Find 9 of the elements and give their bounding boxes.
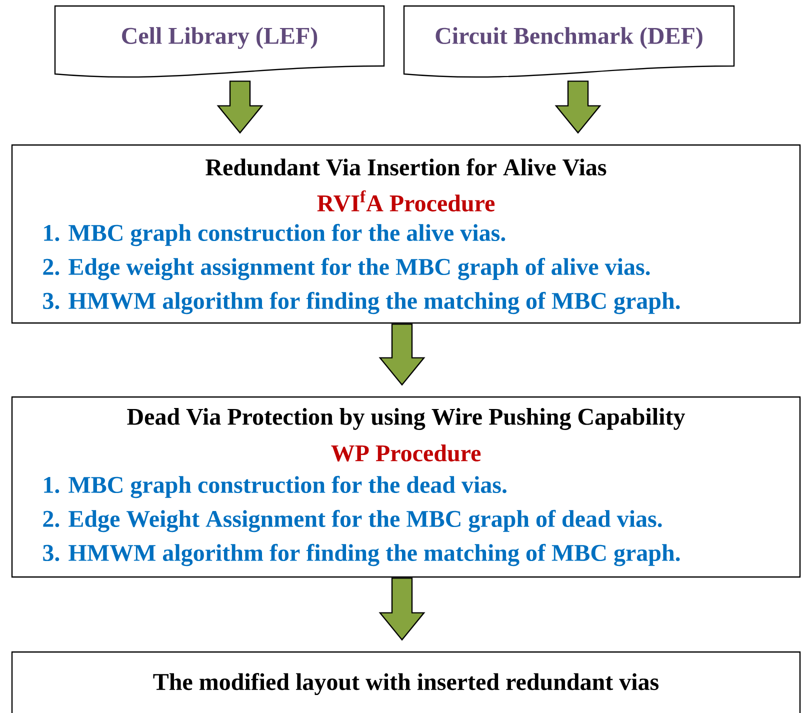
process-box: Redundant Via Insertion for Alive Vias RVI$^{f}$A Procedure 1. MBC graph construction for the alive vias. 2. Edge weight assignment for the MBC graph of alive vias. 3. HMWM algorithm for finding the matching of MBC graph. — [11, 144, 801, 324]
document-box: Cell Library (LEF) — [54, 5, 385, 78]
block-arrow — [554, 80, 602, 134]
block-arrow — [378, 578, 426, 641]
block-arrow — [378, 324, 426, 386]
process-box: Dead Via Protection by using Wire Pushing Capability WP Procedure 1. MBC graph construction for the dead vias. 2. Edge Weight Assignment for the MBC graph of dead vias. 3. HMWM algorithm for finding the matching of MBC graph. — [11, 396, 801, 578]
document-box: Circuit Benchmark (DEF) — [403, 5, 735, 78]
block-arrow — [216, 80, 264, 134]
process-box: The modified layout with inserted redundant vias — [11, 651, 801, 713]
